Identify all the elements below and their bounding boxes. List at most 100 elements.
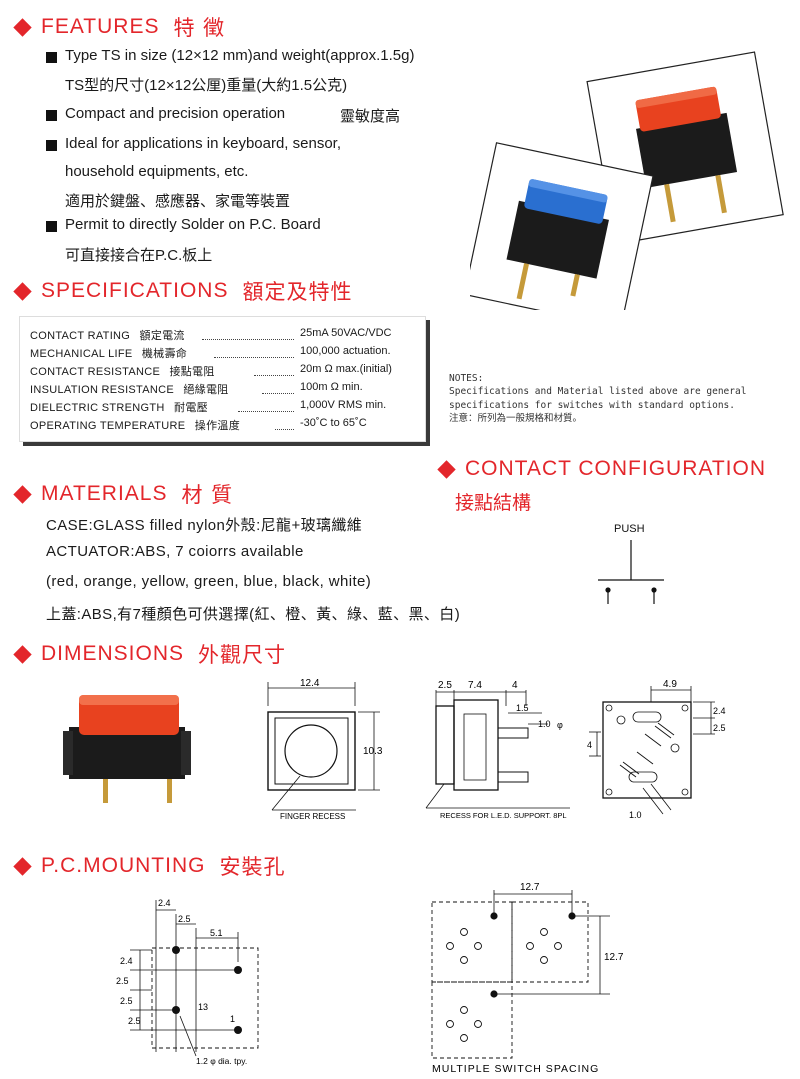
spec-label-cn: 操作溫度 [194,420,240,432]
square-bullet-icon [46,52,57,63]
spec-label: CONTACT RATING [30,330,131,342]
materials-heading: MATERIALS 材 質 [13,479,234,509]
leader-dots [238,411,294,412]
diamond-icon [13,17,32,37]
feature-4-cn: 可直接接合在P.C.板上 [65,247,213,264]
square-bullet-icon [46,221,57,232]
spec-row-contact-resistance: CONTACT RESISTANCE 接點電阻 [30,363,215,379]
push-label: PUSH [614,523,645,535]
spec-label: DIELECTRIC STRENGTH [30,402,165,414]
square-bullet-icon [46,140,57,151]
spec-row-contact-rating: CONTACT RATING 額定電流 [30,327,185,343]
spec-label-cn: 接點電阻 [169,366,215,378]
feature-3-cn: 適用於鍵盤、感應器、家電等裝置 [65,193,291,210]
dimensions-title: DIMENSIONS [41,642,185,665]
leader-dots [262,393,294,394]
bottom-dim-2: 2.4 [713,706,726,716]
spec-row-mechanical-life: MECHANICAL LIFE 機械壽命 [30,345,187,361]
spec-value: 100,000 actuation. [300,345,391,357]
blue-switch-photo [470,142,654,310]
leader-dots [214,357,294,358]
materials-title: MATERIALS [41,482,168,505]
feature-2-cn: 靈敏度高 [340,108,401,125]
material-line-4: 上蓋:ABS,有7種顏色可供選擇(紅、橙、黃、綠、藍、黑、白) [46,606,461,623]
mount-side-2: 2.5 [116,976,129,986]
features-heading: FEATURES 特 徵 [13,12,226,42]
spec-value: 1,000V RMS min. [300,399,387,411]
leader-dots [202,339,294,340]
side-dim-5: 1.0 [538,719,551,729]
mount-top-2: 2.5 [178,914,191,924]
spec-value: 25mA 50VAC/VDC [300,327,392,339]
pin-13-label: 13 [198,1002,208,1012]
notes-line-2: specifications for switches with standar… [449,399,735,411]
leader-dots [254,375,294,376]
bottom-dim-5: 1.0 [629,810,642,820]
multiple-switch-spacing-drawing: 12.7 12.7 MULTIPLE SWITCH SPACING [431,882,624,1075]
feature-3-en2: household equipments, etc. [65,163,249,180]
spacing-height-label: 12.7 [604,952,624,963]
dimensions-title-cn: 外觀尺寸 [198,643,287,667]
mount-hole [234,966,242,974]
spec-value: 100m Ω min. [300,381,363,393]
spec-label: OPERATING TEMPERATURE [30,420,186,432]
specifications-title: SPECIFICATIONS [41,279,229,302]
specifications-title-cn: 額定及特性 [242,280,353,304]
material-line-1: CASE:GLASS filled nylon外殼:尼龍+玻璃纖維 [46,517,363,534]
notes: NOTES: Specifications and Material liste… [449,372,746,425]
front-view-drawing: 12.4 10.3 FINGER RECESS [267,678,383,821]
mount-hole [234,1026,242,1034]
spec-row-insulation-resistance: INSULATION RESISTANCE 絕緣電阻 [30,381,229,397]
feature-1-cn: TS型的尺寸(12×12公厘)重量(大約1.5公克) [65,77,348,94]
feature-2-en: Compact and precision operation [65,105,286,122]
dimensions-heading: DIMENSIONS 外觀尺寸 [13,639,287,669]
product-photos [470,51,784,310]
mount-side-1: 2.4 [120,956,133,966]
mount-hole [172,1006,180,1014]
contact-config-title: CONTACT CONFIGURATION [465,457,766,480]
materials-title-cn: 材 質 [181,483,234,507]
pc-mounting-title: P.C.MOUNTING [41,854,206,877]
square-bullet-icon [46,110,57,121]
pc-mounting-hole-drawing: 2.4 2.5 5.1 2.4 2.5 2.5 2.5 13 1 1.2 φ d… [116,898,259,1066]
finger-recess-label: FINGER RECESS [280,812,345,821]
side-view-drawing: 2.5 7.4 4 1.5 1.0 φ RECESS FOR L.E.D. SU… [425,680,570,820]
leader-dots [275,429,294,430]
spec-label: MECHANICAL LIFE [30,348,133,360]
contact-config-heading: CONTACT CONFIGURATION [437,457,766,481]
mount-hole [172,946,180,954]
switch-isometric-photo [63,695,191,803]
side-dim-1: 2.5 [438,680,452,691]
spec-value: -30˚C to 65˚C [300,417,367,429]
feature-4-en: Permit to directly Solder on P.C. Board [65,216,321,233]
bottom-view-drawing: 4.9 2.4 2.5 4 1.0 [587,679,726,820]
front-width-label: 12.4 [300,678,320,689]
mount-hole [490,912,498,920]
pc-mounting-heading: P.C.MOUNTING 安裝孔 [13,851,285,881]
material-line-2: ACTUATOR:ABS, 7 coiorrs available [46,543,304,560]
mount-side-3: 2.5 [120,996,133,1006]
side-dim-3: 4 [512,680,518,691]
pin-1-label: 1 [230,1014,235,1024]
mount-top-1: 2.4 [158,898,171,908]
bottom-dim-3: 2.5 [713,723,726,733]
bottom-dim-1: 4.9 [663,679,677,690]
notes-line-3: 注意：所列為一般規格和材質。 [449,412,583,424]
material-line-3: (red, orange, yellow, green, blue, black… [46,573,372,590]
spec-value: 20m Ω max.(initial) [300,363,392,375]
side-dim-2: 7.4 [468,680,482,691]
spec-label-cn: 耐電壓 [174,402,208,414]
feature-3-en: Ideal for applications in keyboard, sens… [65,135,341,152]
spec-label-cn: 額定電流 [139,330,185,342]
led-recess-label: RECESS FOR L.E.D. SUPPORT. 8PL [440,811,567,820]
side-dim-4: 1.5 [516,703,529,713]
notes-line-1: Specifications and Material listed above… [449,386,747,398]
phi-symbol: φ [557,720,563,730]
features-title-cn: 特 徵 [173,16,226,40]
features-title: FEATURES [41,15,160,38]
spec-label-cn: 機械壽命 [141,348,188,360]
spec-row-operating-temperature: OPERATING TEMPERATURE 操作溫度 [30,417,240,433]
contact-diagram: PUSH [598,523,664,604]
hole-diameter-label: 1.2 φ dia. tpy. [196,1056,247,1066]
contact-config-title-cn: 接點結構 [455,492,532,514]
